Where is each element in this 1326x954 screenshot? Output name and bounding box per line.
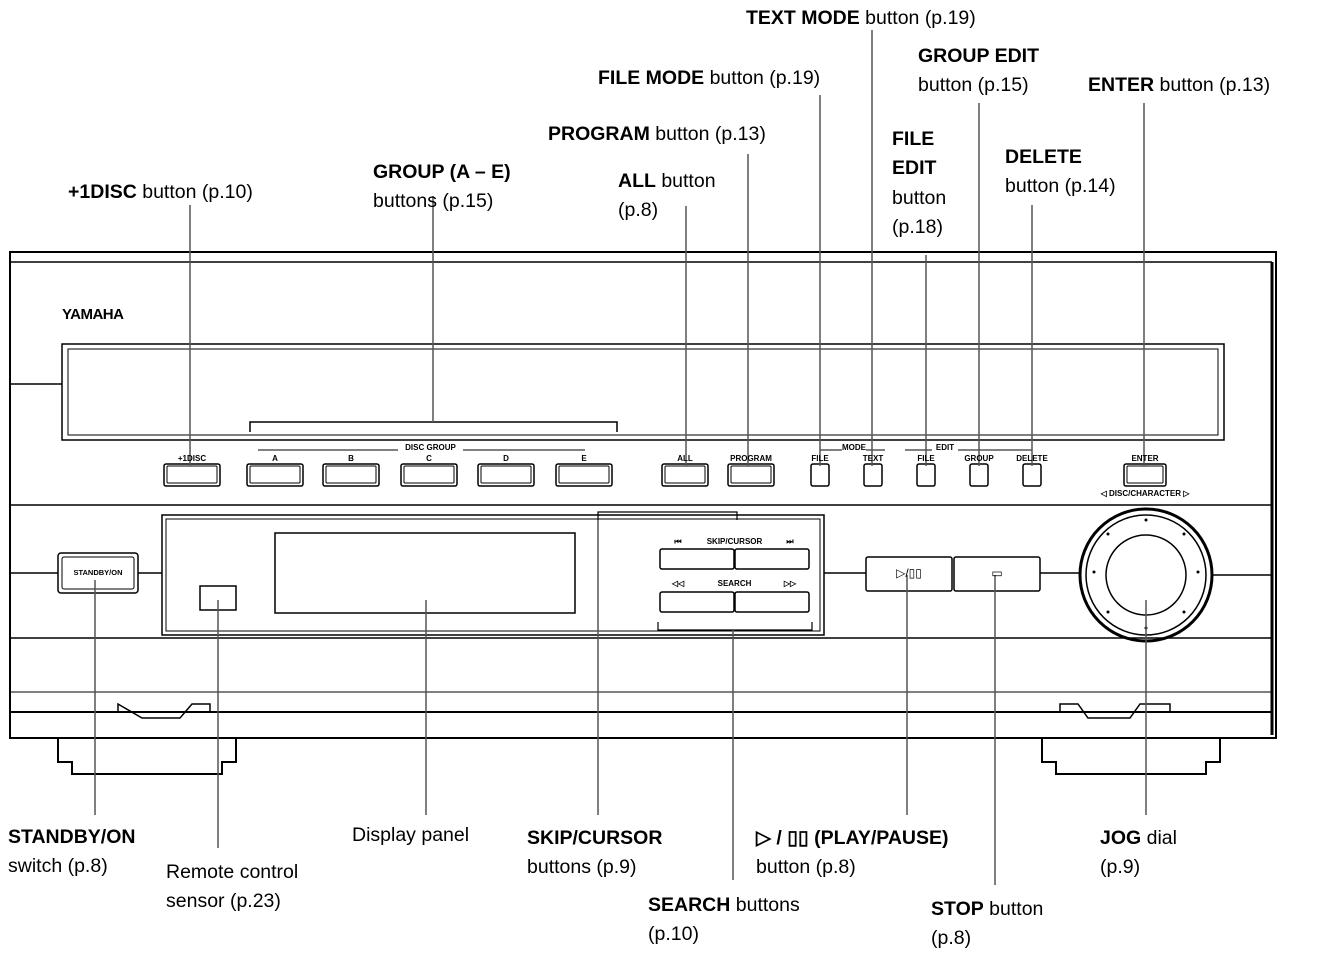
skip-cursor-label: SKIP/CURSOR (706, 537, 763, 546)
group-d-label: D (503, 454, 509, 463)
group-b-label: B (348, 454, 354, 463)
skip-back-icon: ⏮ (674, 537, 682, 546)
enter-label: ENTER (1131, 454, 1159, 463)
callout-file-edit-2: EDIT (892, 157, 937, 179)
display-screen (274, 532, 576, 614)
search-forward-icon: ▷▷ (783, 579, 797, 588)
callout-all-1: ALL button (618, 170, 716, 192)
callout-text-mode: TEXT MODE button (p.19) (746, 7, 976, 29)
disc-tray (61, 343, 1225, 441)
delete-button (1022, 463, 1042, 487)
skip-back-button (659, 548, 735, 570)
callout-stop-2: (p.8) (931, 927, 972, 949)
file-mode-label: FILE (811, 454, 829, 463)
text-mode-label: TEXT (862, 454, 884, 463)
callout-group-edit-2: button (p.15) (918, 74, 1029, 96)
program-button (727, 463, 775, 487)
group-b-button (322, 463, 380, 487)
skip-forward-button (734, 548, 810, 570)
callout-group-ae-1: GROUP (A – E) (373, 161, 511, 183)
play-pause-icon: ▷/▯▯ (896, 566, 922, 580)
callout-file-edit-3: button (892, 187, 947, 209)
callout-play-2: button (p.8) (756, 856, 856, 878)
skip-forward-icon: ⏭ (786, 537, 794, 546)
callout-search-1: SEARCH buttons (648, 894, 800, 916)
callout-jog-2: (p.9) (1100, 856, 1141, 878)
group-a-label: A (272, 454, 278, 463)
plus1disc-button (163, 463, 221, 487)
search-forward-button (734, 591, 810, 613)
enter-button (1123, 463, 1167, 487)
chassis-outline (9, 251, 1277, 739)
search-label: SEARCH (717, 579, 752, 588)
play-pause-button (865, 556, 953, 592)
edit-label: EDIT (935, 443, 955, 452)
file-mode-button (810, 463, 830, 487)
brand-logo: YAMAHA (62, 306, 124, 323)
display-window (161, 514, 825, 636)
group-d-button (477, 463, 535, 487)
callout-delete-1: DELETE (1005, 146, 1082, 168)
callout-file-mode: FILE MODE button (p.19) (598, 67, 821, 89)
callout-group-edit-1: GROUP EDIT (918, 45, 1039, 67)
all-label: ALL (677, 454, 693, 463)
callout-standby-2: switch (p.8) (8, 855, 108, 877)
search-back-icon: ◁◁ (671, 579, 685, 588)
callout-search-2: (p.10) (648, 923, 699, 945)
callout-standby-1: STANDBY/ON (8, 826, 136, 848)
group-e-label: E (581, 454, 587, 463)
group-a-button (246, 463, 304, 487)
callout-delete-2: button (p.14) (1005, 175, 1116, 197)
leader-lines (94, 30, 1147, 885)
callout-remote-1: Remote control (166, 861, 299, 883)
callout-jog-1: JOG dial (1100, 827, 1177, 849)
search-back-button (659, 591, 735, 613)
callout-file-edit-4: (p.18) (892, 216, 943, 238)
left-foot (57, 738, 237, 775)
file-edit-label: FILE (917, 454, 935, 463)
callout-stop-1: STOP button (931, 898, 1044, 920)
mode-label: MODE (842, 443, 866, 452)
top-buttons (163, 463, 1167, 487)
callout-display: Display panel (352, 824, 470, 846)
all-button (661, 463, 709, 487)
delete-label: DELETE (1016, 454, 1048, 463)
group-e-button (555, 463, 613, 487)
standby-label: STANDBY/ON (73, 568, 123, 577)
callout-remote-2: sensor (p.23) (166, 890, 281, 912)
group-c-label: C (426, 454, 432, 463)
stop-button (953, 556, 1041, 592)
callout-skip-2: buttons (p.9) (527, 856, 637, 878)
file-edit-button (916, 463, 936, 487)
plus1disc-label: +1DISC (177, 454, 207, 463)
callout-program: PROGRAM button (p.13) (548, 123, 766, 145)
program-label: PROGRAM (730, 454, 772, 463)
group-c-button (400, 463, 458, 487)
callout-enter: ENTER button (p.13) (1088, 74, 1271, 96)
text-mode-button (863, 463, 883, 487)
disc-character-label: ◁ DISC/CHARACTER ▷ (1100, 489, 1190, 498)
callout-file-edit-1: FILE (892, 128, 935, 150)
disc-group-label: DISC GROUP (405, 443, 456, 452)
group-edit-button (969, 463, 989, 487)
callout-skip-1: SKIP/CURSOR (527, 827, 663, 849)
right-foot (1041, 738, 1221, 775)
callout-group-ae-2: buttons (p.15) (373, 190, 494, 212)
group-edit-label: GROUP (964, 454, 994, 463)
callout-plus1disc: +1DISC button (p.10) (68, 181, 253, 203)
callout-all-2: (p.8) (618, 199, 659, 221)
stop-icon: ▭ (991, 566, 1003, 580)
callout-play-1: ▷ / ▯▯ (PLAY/PAUSE) (756, 827, 949, 849)
